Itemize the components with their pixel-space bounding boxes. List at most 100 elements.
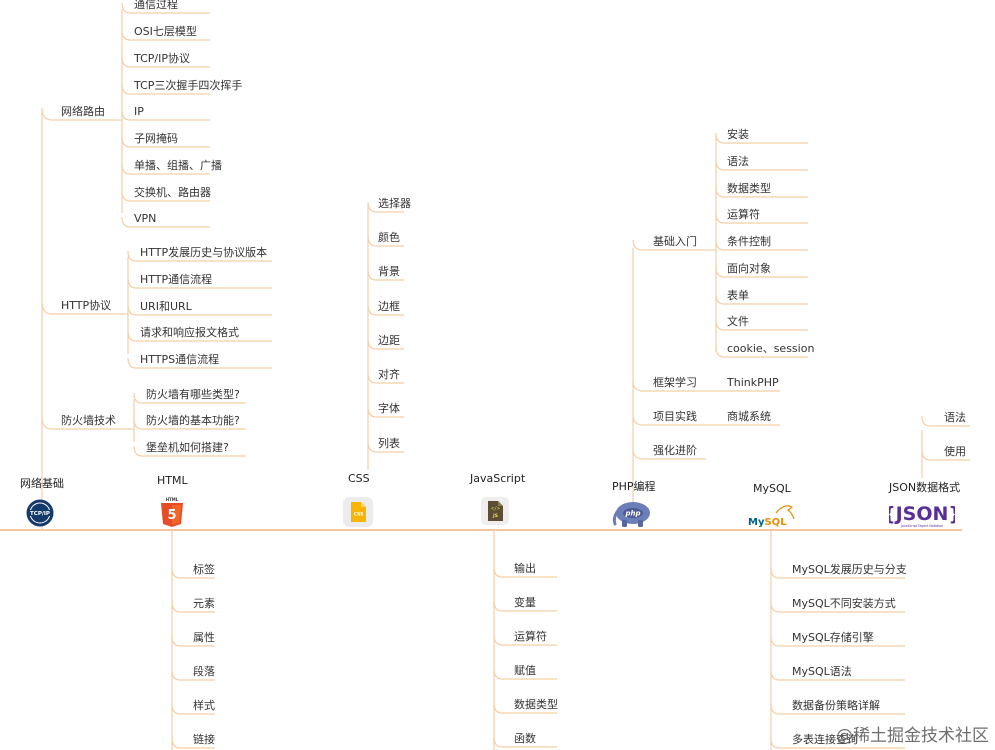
category-json-title[interactable]: JSON数据格式: [889, 481, 961, 494]
mysql-item-1[interactable]: MySQL不同安装方式: [792, 597, 896, 610]
network-0-item-7[interactable]: 交换机、路由器: [134, 186, 211, 199]
php-basic-branch-2: [715, 186, 725, 198]
network-0-item-8[interactable]: VPN: [134, 212, 157, 225]
html5-logo-icon: HTML 5: [161, 497, 183, 527]
network-2-item-1[interactable]: 防火墙的基本功能?: [146, 414, 240, 427]
php-basic-item-1[interactable]: 语法: [727, 155, 749, 168]
php-basic-branch-1: [715, 159, 725, 171]
php-basic-item-6[interactable]: 表单: [727, 289, 749, 302]
php-basic-item-8[interactable]: cookie、session: [727, 342, 815, 355]
network-2-branch-2: [133, 445, 143, 457]
network-1-item-1[interactable]: HTTP通信流程: [140, 273, 213, 286]
js-item-4[interactable]: 数据类型: [514, 698, 558, 711]
network-0-item-1[interactable]: OSI七层模型: [134, 25, 197, 38]
php-group-branch-3: [632, 448, 644, 460]
network-1-branch-2: [127, 304, 137, 316]
network-group-0[interactable]: 网络路由: [61, 105, 105, 118]
network-group-1[interactable]: HTTP协议: [61, 299, 112, 312]
mysql-branch-2: [770, 635, 780, 647]
json-item-0[interactable]: 语法: [944, 411, 966, 424]
network-group-branch-1: [41, 301, 53, 315]
network-0-branch-0: [121, 2, 131, 14]
html-item-4[interactable]: 样式: [193, 699, 215, 712]
css-branch-0: [367, 201, 377, 213]
network-1-branch-3: [127, 330, 137, 342]
html-item-0[interactable]: 标签: [193, 563, 215, 576]
network-0-item-2[interactable]: TCP/IP协议: [134, 52, 190, 65]
php-basic-item-0[interactable]: 安装: [727, 128, 749, 141]
html-item-3[interactable]: 段落: [193, 665, 215, 678]
js-item-5[interactable]: 函数: [514, 732, 536, 745]
css-item-0[interactable]: 选择器: [378, 197, 411, 210]
php-basic-branch-6: [715, 293, 725, 305]
css-item-7[interactable]: 列表: [378, 437, 400, 450]
network-0-branch-7: [121, 190, 131, 202]
mysql-item-4[interactable]: 数据备份策略详解: [792, 699, 880, 712]
html-item-1[interactable]: 元素: [193, 597, 215, 610]
category-network-title[interactable]: 网络基础: [20, 477, 64, 490]
mysql-item-0[interactable]: MySQL发展历史与分支: [792, 563, 907, 576]
php-group-0[interactable]: 基础入门: [653, 235, 697, 248]
network-2-branch-1: [133, 418, 143, 430]
network-0-branch-6: [121, 163, 131, 175]
json-item-1[interactable]: 使用: [944, 445, 966, 458]
network-0-branch-1: [121, 29, 131, 41]
network-0-item-3[interactable]: TCP三次握手四次挥手: [134, 79, 243, 92]
php-basic-item-3[interactable]: 运算符: [727, 208, 760, 221]
php-elephant-icon: php: [612, 502, 650, 527]
html-branch-2: [171, 635, 181, 647]
svg-text:MySQL: MySQL: [748, 517, 787, 528]
php-group-3[interactable]: 强化进阶: [653, 444, 697, 457]
json-branch-1: [921, 449, 931, 461]
php-basic-item-2[interactable]: 数据类型: [727, 182, 771, 195]
mysql-item-5[interactable]: 多表连接查询: [792, 733, 858, 746]
php-basic-item-7[interactable]: 文件: [727, 315, 749, 328]
css-item-5[interactable]: 对齐: [378, 368, 400, 381]
network-2-branch-0: [133, 392, 143, 404]
php-basic-branch-3: [715, 212, 725, 224]
php-basic-branch-5: [715, 266, 725, 278]
css-branch-6: [367, 406, 377, 418]
network-0-item-6[interactable]: 单播、组播、广播: [134, 159, 222, 172]
js-branch-4: [493, 702, 503, 714]
php-group-1[interactable]: 框架学习: [653, 376, 697, 389]
svg-text:5: 5: [167, 508, 176, 523]
network-2-item-2[interactable]: 堡垒机如何搭建?: [146, 441, 229, 454]
category-mysql-title[interactable]: MySQL: [753, 482, 791, 495]
network-group-2[interactable]: 防火墙技术: [61, 414, 116, 427]
network-0-item-5[interactable]: 子网掩码: [134, 132, 178, 145]
html-item-2[interactable]: 属性: [193, 631, 215, 644]
php-framework-item-0[interactable]: ThinkPHP: [727, 376, 779, 389]
network-0-item-4[interactable]: IP: [134, 105, 144, 118]
php-project-item-0[interactable]: 商城系统: [727, 410, 771, 423]
html-item-5[interactable]: 链接: [193, 733, 215, 746]
svg-text:JS: JS: [492, 513, 498, 519]
js-item-2[interactable]: 运算符: [514, 630, 547, 643]
category-css-title[interactable]: CSS: [348, 472, 370, 485]
js-item-1[interactable]: 变量: [514, 596, 536, 609]
network-1-item-0[interactable]: HTTP发展历史与协议版本: [140, 246, 268, 259]
network-1-item-3[interactable]: 请求和响应报文格式: [140, 326, 239, 339]
network-2-item-0[interactable]: 防火墙有哪些类型?: [146, 388, 240, 401]
category-javascript-title[interactable]: JavaScript: [470, 472, 526, 485]
mysql-item-2[interactable]: MySQL存储引擎: [792, 631, 874, 644]
network-1-item-2[interactable]: URI和URL: [140, 300, 192, 313]
css-item-4[interactable]: 边距: [378, 334, 400, 347]
css-item-6[interactable]: 字体: [378, 402, 400, 415]
php-group-2[interactable]: 项目实践: [653, 410, 697, 423]
php-basic-item-5[interactable]: 面向对象: [727, 262, 771, 275]
network-1-item-4[interactable]: HTTPS通信流程: [140, 353, 220, 366]
js-item-0[interactable]: 输出: [514, 562, 536, 575]
css-item-2[interactable]: 背景: [378, 265, 400, 278]
svg-text:HTML: HTML: [166, 497, 179, 502]
network-0-item-0[interactable]: 通信过程: [134, 0, 178, 11]
js-branch-2: [493, 634, 503, 646]
css-item-1[interactable]: 颜色: [378, 231, 400, 244]
network-group-branch-2: [41, 416, 53, 430]
js-item-3[interactable]: 赋值: [514, 664, 536, 677]
css-item-3[interactable]: 边框: [378, 300, 400, 313]
mysql-item-3[interactable]: MySQL语法: [792, 665, 852, 678]
category-html-title[interactable]: HTML: [157, 474, 188, 487]
php-basic-item-4[interactable]: 条件控制: [727, 235, 771, 248]
category-php-title[interactable]: PHP编程: [612, 480, 656, 493]
